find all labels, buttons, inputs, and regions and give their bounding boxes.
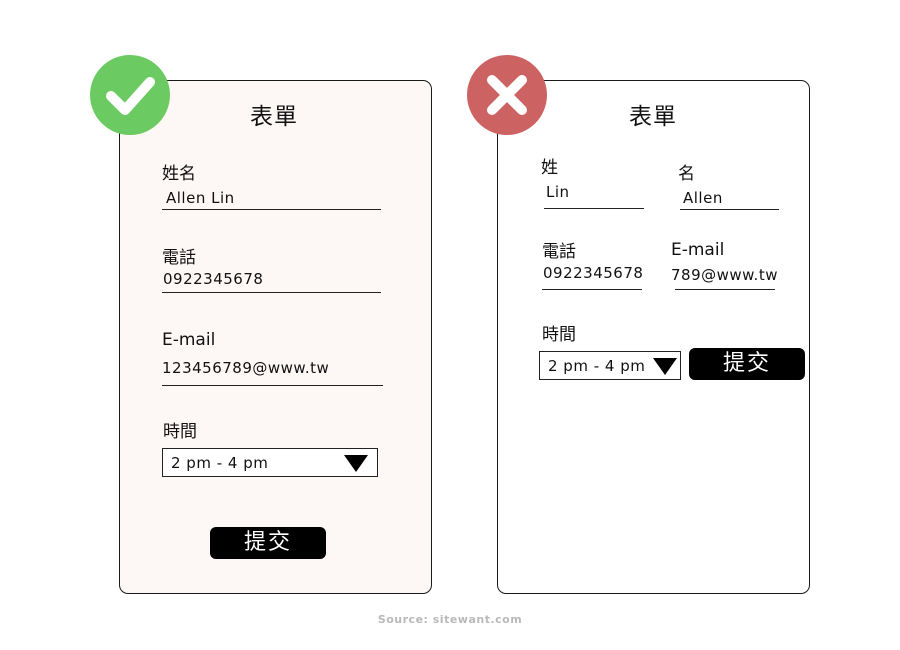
bad-time-label: 時間	[542, 325, 576, 345]
good-dropdown-arrow-icon	[344, 455, 368, 472]
bad-phone-field[interactable]: 0922345678	[543, 264, 644, 282]
cross-icon	[467, 55, 547, 135]
bad-phone-label: 電話	[542, 242, 576, 262]
good-email-field[interactable]: 123456789@www.tw	[162, 359, 330, 377]
good-name-underline	[162, 209, 381, 210]
bad-form-title: 表單	[629, 104, 677, 130]
bad-submit-button[interactable]: 提交	[689, 348, 805, 380]
good-form-card	[119, 80, 432, 594]
bad-email-underline	[675, 289, 775, 290]
bad-form-card	[497, 80, 810, 594]
bad-first-name-underline	[680, 209, 779, 210]
good-name-field[interactable]: Allen Lin	[166, 189, 235, 207]
source-caption: Source: sitewant.com	[377, 613, 523, 626]
bad-email-field[interactable]: 789@www.tw	[671, 266, 778, 284]
bad-last-name-underline	[544, 208, 644, 209]
good-phone-field[interactable]: 0922345678	[163, 270, 264, 288]
good-time-select[interactable]: 2 pm - 4 pm	[162, 448, 378, 477]
bad-first-name-field[interactable]: Allen	[683, 189, 723, 207]
bad-first-name-label: 名	[678, 164, 695, 184]
good-phone-underline	[162, 292, 381, 293]
bad-time-select[interactable]: 2 pm - 4 pm	[539, 351, 681, 380]
check-icon	[90, 55, 170, 135]
good-phone-label: 電話	[162, 248, 196, 268]
good-time-value: 2 pm - 4 pm	[171, 454, 269, 472]
bad-last-name-field[interactable]: Lin	[546, 183, 570, 201]
good-email-underline	[162, 385, 383, 386]
good-form-title: 表單	[250, 104, 298, 130]
bad-time-value: 2 pm - 4 pm	[548, 357, 646, 375]
good-submit-button[interactable]: 提交	[210, 527, 326, 559]
good-name-label: 姓名	[162, 164, 196, 184]
bad-phone-underline	[542, 289, 642, 290]
bad-email-label: E-mail	[671, 240, 725, 260]
good-email-label: E-mail	[162, 330, 216, 350]
bad-dropdown-arrow-icon	[653, 358, 677, 375]
good-time-label: 時間	[163, 422, 197, 442]
bad-last-name-label: 姓	[541, 158, 558, 178]
